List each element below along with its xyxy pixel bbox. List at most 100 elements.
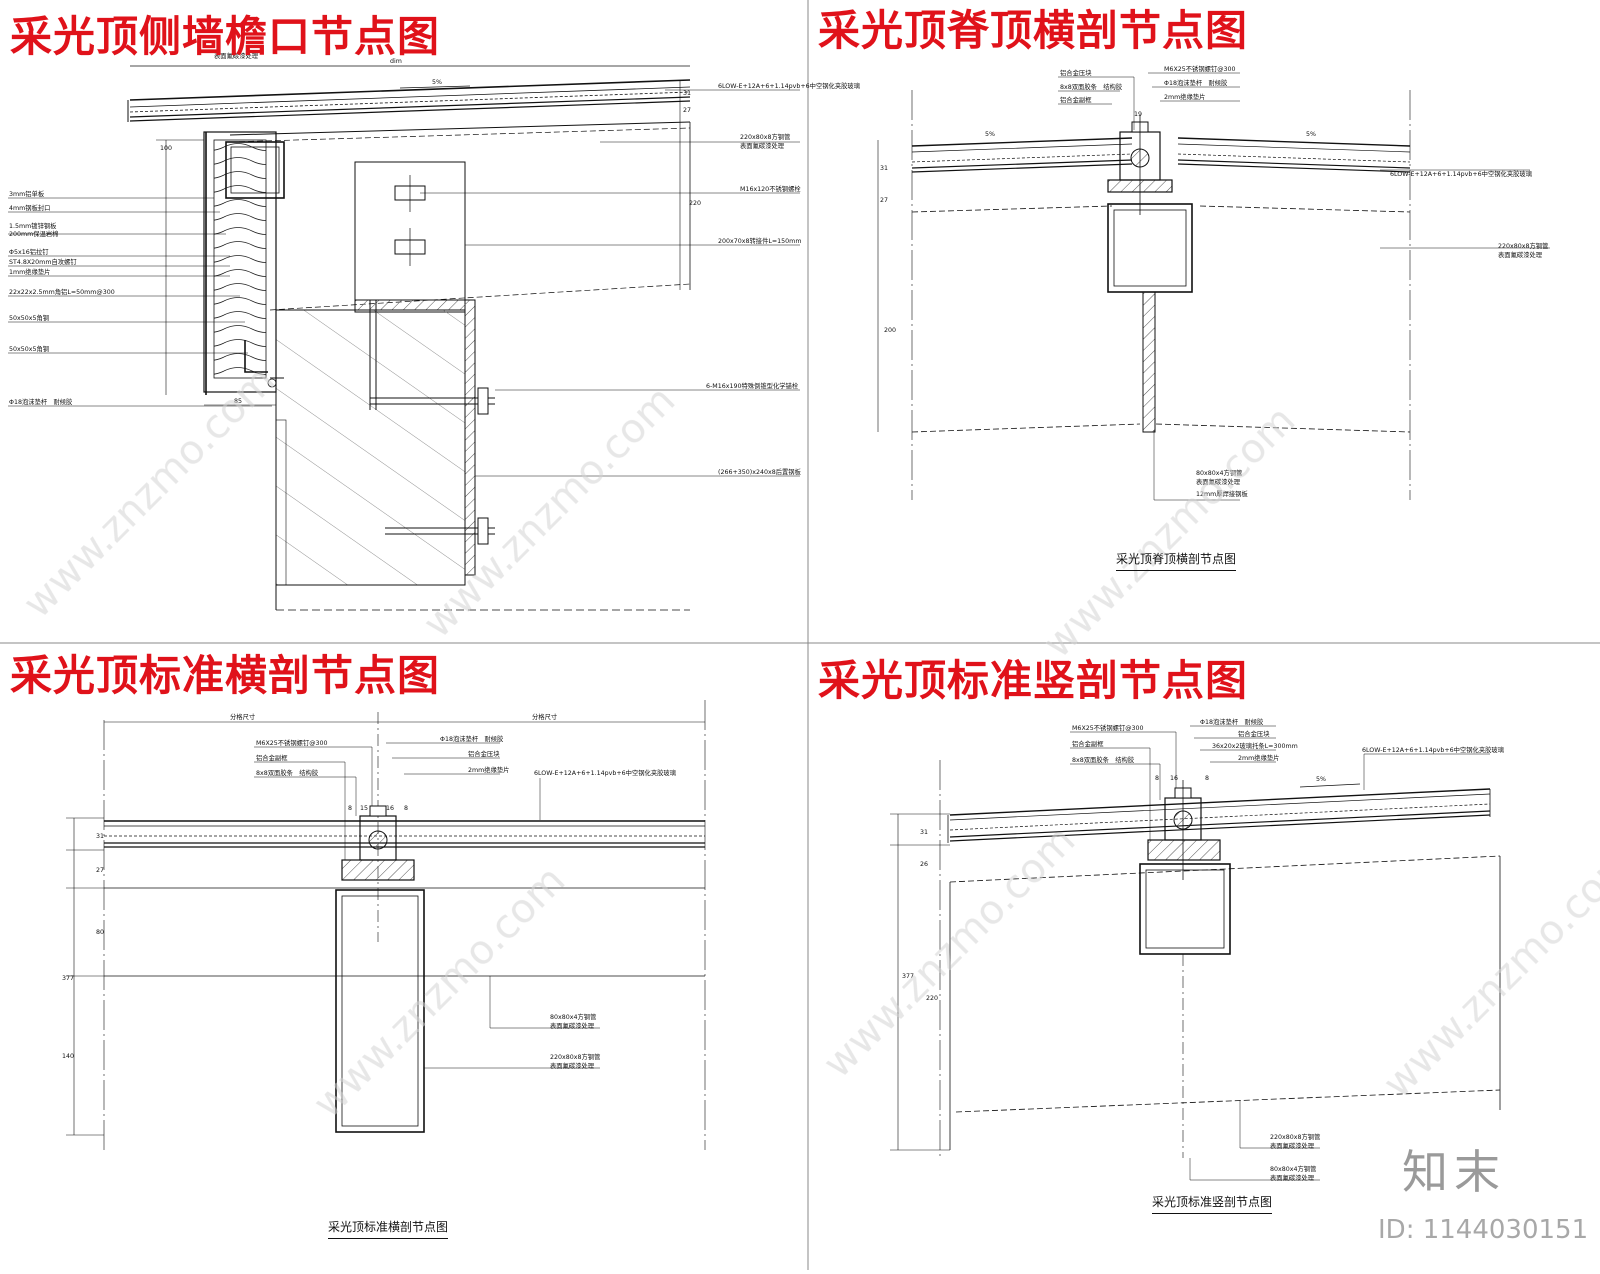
- caption-standard-vertical: 采光顶标准竖剖节点图: [1152, 1193, 1273, 1214]
- site-watermarks: www.znzmo.com www.znzmo.com www.znzmo.co…: [15, 357, 1600, 1127]
- slope-right: 5%: [1306, 131, 1316, 138]
- vertical-right-callouts: Φ18泡沫垫杆 耐候胶 铝合金压块 36x20x2玻璃托条L=300mm 2mm…: [1190, 717, 1504, 790]
- label-tube: 80x80x4方钢管: [1196, 468, 1242, 477]
- label-glass: 6LOW-E+12A+6+1.14pvb+6中空钢化夹胶玻璃: [1362, 745, 1504, 754]
- panel-standard-vertical: 31 26 377 220 8 16 8 5% M6X25不锈钢螺钉@300 铝…: [890, 717, 1504, 1182]
- square-tube: [1107, 203, 1193, 293]
- vertical-left-callouts: M6X25不锈钢螺钉@300 铝合金副框 8x8双面胶条 结构胶: [1070, 723, 1177, 840]
- label-tape: 8x8双面胶条 结构胶: [256, 768, 319, 777]
- watermark-site-4: www.znzmo.com: [815, 817, 1085, 1087]
- left-callouts: 3mm铝单板 4mm钢板封口 1.5mm镀锌钢板 200mm保温岩棉 Φ5x16…: [8, 189, 272, 407]
- label-steel-seal: 4mm钢板封口: [9, 203, 50, 212]
- dim-s3: 16: [386, 805, 394, 812]
- label-tube-80-finish: 表面氟碳漆处理: [1270, 1173, 1315, 1182]
- caption-ridge: 采光顶脊顶横剖节点图: [1116, 550, 1237, 571]
- label-angle-steel-2: 50x50x5角钢: [9, 344, 49, 353]
- label-clamp: 铝合金压块: [468, 749, 500, 758]
- chemical-anchor-lower: [385, 517, 495, 545]
- steel-beam: [229, 121, 691, 311]
- dim-200: 200: [884, 327, 896, 334]
- label-beam: 220x80x8方钢管: [1498, 241, 1548, 250]
- label-clamp: 铝合金压块: [1060, 68, 1092, 77]
- slope-label: 5%: [1316, 776, 1326, 783]
- panel-eave-detail: dim 5%: [8, 51, 860, 611]
- watermark-site-6: www.znzmo.com: [1375, 837, 1600, 1107]
- dim-377: 377: [902, 973, 914, 980]
- ridge-right-callouts: M6X25不锈钢螺钉@300 Φ18泡沫垫杆 耐候胶 2mm绝缘垫片 6LOW-…: [1148, 64, 1550, 259]
- label-al-panel: 3mm铝单板: [9, 189, 45, 198]
- glass-panel: [947, 788, 1491, 843]
- label-tape: 8x8双面胶条 结构胶: [1072, 755, 1135, 764]
- glass-panel: [104, 820, 705, 848]
- dim-220: 220: [926, 995, 938, 1002]
- dim-140: 140: [62, 1053, 74, 1060]
- title-ridge-detail: 采光顶脊顶横剖节点图: [818, 6, 1249, 55]
- dim-31: 31: [96, 833, 104, 840]
- cross-right-callouts: Φ18泡沫垫杆 耐候胶 铝合金压块 2mm绝缘垫片 6LOW-E+12A+6+1…: [386, 734, 676, 820]
- label-tube-80: 80x80x4方钢管: [550, 1012, 596, 1021]
- label-screw: ST4.8X20mm自攻螺钉: [9, 257, 77, 266]
- square-tube: [1139, 863, 1231, 955]
- label-foam-rod: Φ18泡沫垫杆 耐候胶: [9, 397, 73, 406]
- dim-s2: 15: [360, 805, 368, 812]
- label-tape: 8x8双面胶条 结构胶: [1060, 82, 1123, 91]
- label-gasket: 2mm绝缘垫片: [468, 765, 509, 774]
- watermark-site-1: www.znzmo.com: [15, 357, 285, 627]
- dim-s3: 8: [1205, 775, 1209, 782]
- label-tube-80: 80x80x4方钢管: [1270, 1164, 1316, 1173]
- slope-label: 5%: [432, 79, 442, 86]
- dim-span-left: 分格尺寸: [230, 712, 255, 721]
- label-galv-steel: 1.5mm镀锌钢板: [9, 221, 57, 230]
- label-rear-plate: (266+350)x240x8后置钢板: [718, 467, 802, 476]
- ridge-bottom-callouts: 80x80x4方钢管 表面氟碳漆处理 12mm厚焊接钢板: [1153, 430, 1248, 501]
- main-steel-tube: [335, 889, 425, 1133]
- chemical-anchor-upper: [370, 387, 495, 415]
- bolt-lower: [394, 228, 426, 266]
- glass-panel: [127, 79, 691, 122]
- title-standard-vertical: 采光顶标准竖剖节点图: [818, 656, 1249, 705]
- dim-31: 31: [683, 90, 691, 97]
- dim-27: 27: [880, 197, 888, 204]
- label-gasket: 1mm绝缘垫片: [9, 267, 50, 276]
- label-rockwool: 200mm保温岩棉: [9, 229, 58, 238]
- label-beam: 220x80x8方钢管: [740, 132, 790, 141]
- label-gasket: 2mm绝缘垫片: [1238, 753, 1279, 762]
- dim-31: 31: [920, 829, 928, 836]
- dim-26: 26: [920, 861, 928, 868]
- label-tube-finish: 表面氟碳漆处理: [1196, 477, 1241, 486]
- dim-377: 377: [62, 975, 74, 982]
- watermark-id: ID: 1144030151: [1378, 1215, 1589, 1245]
- cross-lower-callouts: 80x80x4方钢管 表面氟碳漆处理 220x80x8方钢管 表面氟碳漆处理: [424, 976, 600, 1070]
- dim-s1: 8: [1155, 775, 1159, 782]
- label-foam: Φ18泡沫垫杆 耐候胶: [440, 734, 504, 743]
- label-glass: 6LOW-E+12A+6+1.14pvb+6中空钢化夹胶玻璃: [534, 768, 676, 777]
- right-callouts: 6LOW-E+12A+6+1.14pvb+6中空钢化夹胶玻璃 220x80x8方…: [420, 81, 860, 477]
- label-glass: 6LOW-E+12A+6+1.14pvb+6中空钢化夹胶玻璃: [718, 81, 860, 90]
- label-glass: 6LOW-E+12A+6+1.14pvb+6中空钢化夹胶玻璃: [1390, 169, 1532, 178]
- ridge-clamp: [1107, 115, 1173, 215]
- label-subframe: 铝合金副框: [1072, 739, 1104, 748]
- label-tube-220: 220x80x8方钢管: [1270, 1132, 1320, 1141]
- dim-s4: 8: [404, 805, 408, 812]
- label-foam: Φ18泡沫垫杆 耐候胶: [1200, 717, 1264, 726]
- clamp-assembly: [341, 805, 415, 881]
- label-bolt: M16x120不锈钢螺栓: [740, 184, 801, 193]
- caption-standard-cross: 采光顶标准横剖节点图: [328, 1218, 449, 1239]
- dim-85: 85: [234, 398, 242, 405]
- label-beam-finish: 表面氟碳漆处理: [1498, 250, 1543, 259]
- panel-standard-cross: 分格尺寸 分格尺寸 31 27 8: [62, 700, 706, 1150]
- dim-s1: 8: [348, 805, 352, 812]
- dim-100: 100: [160, 145, 172, 152]
- eave-cladding: [203, 131, 285, 395]
- label-anchor: 6-M16x190特殊倒锥型化学锚栓: [706, 381, 799, 390]
- glass-right: [1177, 137, 1411, 173]
- dim-31: 31: [880, 165, 888, 172]
- label-gasket: 2mm绝缘垫片: [1164, 92, 1205, 101]
- label-screw: M6X25不锈钢螺钉@300: [256, 738, 328, 747]
- label-tube-220: 220x80x8方钢管: [550, 1052, 600, 1061]
- label-tube-80-finish: 表面氟碳漆处理: [550, 1021, 595, 1030]
- title-standard-cross: 采光顶标准横剖节点图: [10, 651, 441, 700]
- label-glass-support: 36x20x2玻璃托条L=300mm: [1212, 741, 1298, 750]
